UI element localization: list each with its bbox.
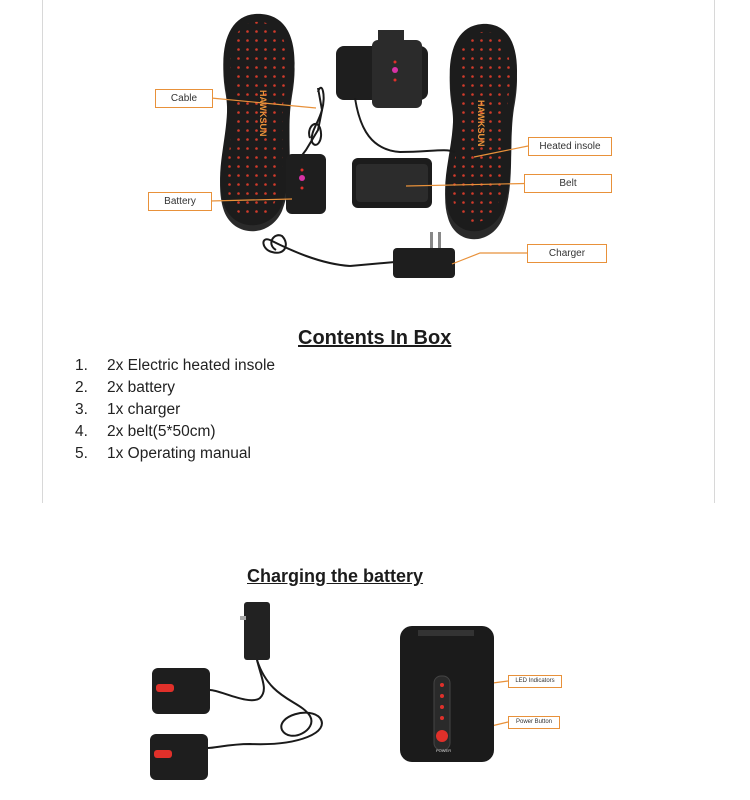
list-item: 2. 2x battery [75,377,275,399]
contents-title: Contents In Box [298,327,452,349]
right-insole-image: HAWKSUN [445,23,518,240]
list-text: 2x belt(5*50cm) [107,423,216,440]
charging-title: Charging the battery [247,566,424,586]
contents-list: 1. 2x Electric heated insole 2. 2x battery… [75,355,275,465]
list-number: 3. [75,401,88,418]
list-item: 5. 1x Operating manual [75,443,275,465]
list-text: 2x battery [107,379,176,396]
list-text: 1x Operating manual [107,445,251,462]
charger-image [262,232,455,278]
battery-closeup-image: POWER [400,626,494,762]
battery-image [286,154,326,214]
callout-cable: Cable [155,89,213,108]
list-number: 2. [75,379,88,396]
callout-battery: Battery [148,192,212,211]
list-item: 1. 2x Electric heated insole [75,355,275,377]
cable-coil-image [299,86,456,159]
list-text: 2x Electric heated insole [107,357,276,374]
callout-heated-insole: Heated insole [528,137,612,156]
callout-led-indicators: LED Indicators [508,675,562,688]
list-number: 5. [75,445,88,462]
belt-image [352,158,432,208]
left-insole-image: HAWKSUN [220,13,295,232]
power-label: POWER [436,748,451,753]
list-text: 1x charger [107,401,181,418]
dual-battery-charger-image [150,602,323,780]
list-number: 1. [75,357,88,374]
list-number: 4. [75,423,88,440]
insole-brand-text-right: HAWKSUN [476,100,486,147]
callout-belt: Belt [524,174,612,193]
insole-brand-text-left: HAWKSUN [258,90,268,137]
callout-charger: Charger [527,244,607,263]
strap-battery-image [336,30,428,108]
list-item: 3. 1x charger [75,399,275,421]
callout-power-button: Power Button [508,716,560,729]
list-item: 4. 2x belt(5*50cm) [75,421,275,443]
